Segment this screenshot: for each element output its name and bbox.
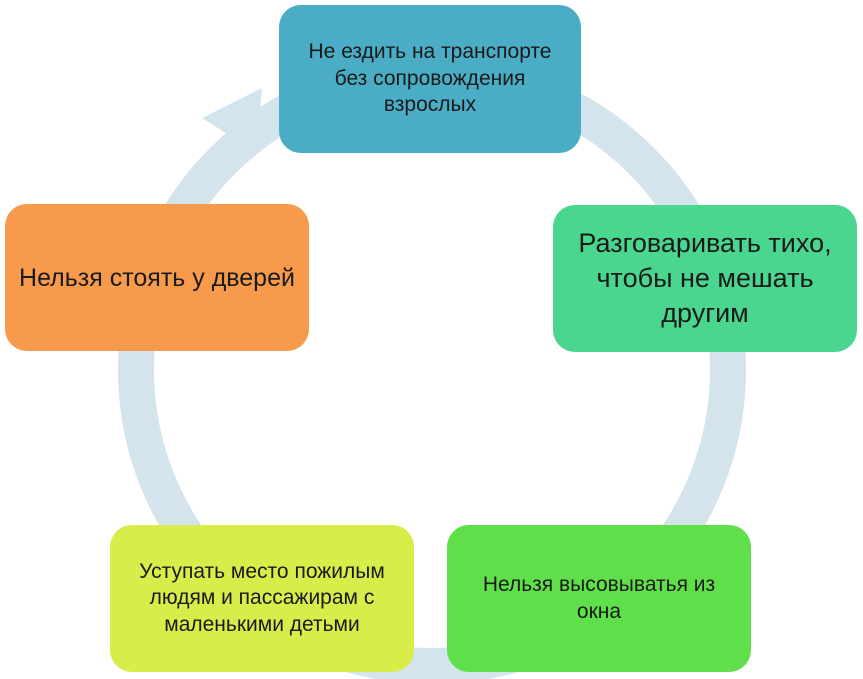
cycle-node-left-text: Нельзя стоять у дверей (19, 263, 295, 292)
cycle-node-right-text: Разговаривать тихо, чтобы не мешать друг… (578, 227, 832, 329)
cycle-node-bottom-right: Нельзя высовыватья из окна (447, 525, 751, 672)
cycle-node-bottom-right-text: Нельзя высовыватья из окна (482, 572, 716, 623)
cycle-node-top-text: Не ездить на транспорте без сопровождени… (308, 39, 552, 117)
cycle-node-left: Нельзя стоять у дверей (5, 204, 309, 351)
cycle-node-bottom-left-text: Уступать место пожилым людям и пассажира… (139, 560, 385, 636)
cycle-arrowhead (202, 88, 262, 152)
cycle-node-bottom-left: Уступать место пожилым людям и пассажира… (110, 525, 414, 672)
cycle-node-top: Не ездить на транспорте без сопровождени… (279, 5, 581, 153)
cycle-node-right: Разговаривать тихо, чтобы не мешать друг… (553, 205, 857, 352)
